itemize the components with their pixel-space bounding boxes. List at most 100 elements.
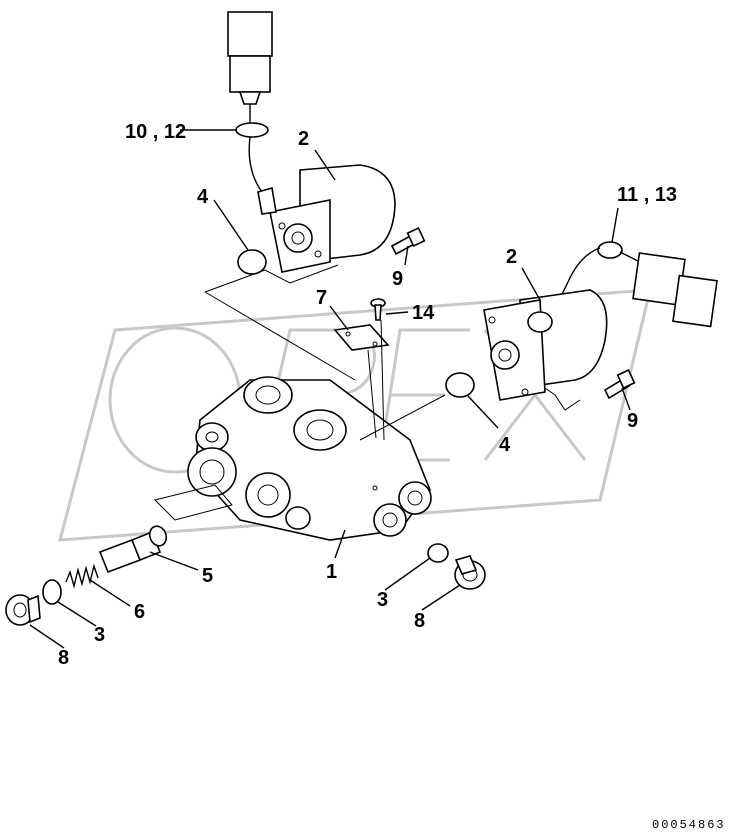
plate-hole bbox=[345, 331, 351, 337]
spring-6 bbox=[65, 563, 99, 589]
leader-7 bbox=[329, 305, 349, 331]
callout-2-upper: 2 bbox=[298, 128, 309, 150]
plate-7 bbox=[333, 324, 390, 351]
leader-11-13 bbox=[611, 207, 619, 243]
leader-4-right bbox=[467, 395, 499, 429]
callout-9-upper: 9 bbox=[392, 268, 403, 290]
callout-labels: 10 , 12 2 4 9 11 , 13 2 7 14 4 9 1 5 6 3… bbox=[58, 121, 677, 669]
assembly-lines bbox=[154, 264, 581, 521]
guide-right-oring bbox=[359, 394, 446, 441]
body-port-front-left-bore bbox=[199, 459, 225, 485]
spool-end bbox=[148, 525, 168, 547]
leader-9-upper bbox=[404, 245, 409, 266]
leader-2-upper bbox=[314, 149, 336, 181]
bolt-head bbox=[406, 227, 426, 247]
plug-8-right bbox=[454, 555, 486, 590]
guide-screw-to-body bbox=[380, 319, 385, 441]
callout-3-left: 3 bbox=[94, 624, 105, 646]
callout-8-left: 8 bbox=[58, 647, 69, 669]
callout-9-right: 9 bbox=[627, 410, 638, 432]
flange-bolt-hole bbox=[488, 316, 496, 324]
leader-1 bbox=[334, 529, 346, 559]
leader-2-right bbox=[521, 267, 541, 301]
leader-8-right bbox=[421, 584, 461, 611]
plug-thread bbox=[454, 555, 478, 575]
leader-lines bbox=[29, 129, 631, 649]
o-ring-3-left bbox=[42, 579, 62, 605]
callout-3-right: 3 bbox=[377, 589, 388, 611]
upper-connector bbox=[227, 11, 273, 193]
connector-plug-body bbox=[229, 55, 271, 93]
bolt-9-right bbox=[603, 369, 636, 400]
body-port-right-a bbox=[373, 503, 407, 537]
callout-10-12: 10 , 12 bbox=[125, 121, 186, 143]
callout-7: 7 bbox=[316, 287, 327, 309]
solenoid-upper-port bbox=[283, 223, 313, 253]
clamp-10-12 bbox=[235, 122, 269, 138]
body-port-left bbox=[195, 422, 229, 452]
solenoid-upper bbox=[257, 164, 396, 273]
body-port-front-mid-bore bbox=[257, 484, 279, 506]
spool-5 bbox=[98, 525, 168, 574]
callout-4-right: 4 bbox=[499, 434, 511, 456]
bolt-9-upper bbox=[390, 227, 426, 256]
screw-14 bbox=[370, 298, 386, 321]
callout-14: 14 bbox=[412, 302, 435, 324]
plug-socket bbox=[13, 602, 27, 618]
callout-1: 1 bbox=[326, 561, 337, 583]
body-port-right-b bbox=[398, 481, 432, 515]
bolt-head bbox=[616, 369, 636, 389]
leader-6 bbox=[89, 579, 131, 607]
plate-mount-hole bbox=[372, 485, 378, 491]
connector-plug-right-b bbox=[672, 274, 718, 328]
guide-upper-to-body bbox=[204, 291, 356, 381]
callout-2-right: 2 bbox=[506, 246, 517, 268]
wire-right bbox=[551, 247, 601, 316]
leader-3-right bbox=[384, 557, 431, 591]
o-ring-4-right bbox=[445, 372, 475, 398]
leader-4-upper bbox=[213, 199, 249, 251]
body-port-top-right-bore bbox=[306, 419, 334, 441]
connector-plug-top bbox=[227, 11, 273, 57]
watermark-frame bbox=[58, 288, 652, 542]
flange-bolt-hole bbox=[278, 222, 286, 230]
plug-thread bbox=[27, 594, 41, 624]
connector-neck bbox=[238, 91, 262, 105]
solenoid-right bbox=[483, 289, 608, 401]
flange-bolt-hole bbox=[521, 388, 529, 396]
callout-11-13: 11 , 13 bbox=[617, 184, 677, 206]
solenoid-right-fitting bbox=[527, 311, 553, 333]
body-port-top-right bbox=[293, 409, 347, 451]
leader-14 bbox=[385, 311, 409, 315]
body-port-top-left bbox=[243, 376, 293, 414]
solenoid-right-port-inner bbox=[498, 348, 512, 362]
guide-upper-solenoid bbox=[204, 264, 339, 293]
o-ring-4-upper bbox=[237, 249, 267, 275]
leader-8-left bbox=[29, 624, 65, 649]
wire-right-to-plug bbox=[619, 251, 641, 263]
body-port-left-bore bbox=[205, 431, 219, 443]
body-port-top-left-bore bbox=[255, 385, 281, 405]
wire-to-solenoid-upper bbox=[248, 136, 263, 193]
callout-4-upper: 4 bbox=[197, 186, 209, 208]
solenoid-upper-port-inner bbox=[291, 231, 305, 245]
flange-bolt-hole bbox=[314, 250, 322, 258]
valve-body-1 bbox=[187, 376, 432, 541]
drawing-code: 00054863 bbox=[652, 818, 726, 832]
guide-spool-plane bbox=[154, 484, 233, 521]
clamp-11-13 bbox=[597, 241, 623, 259]
callout-5: 5 bbox=[202, 565, 213, 587]
callout-6: 6 bbox=[134, 601, 145, 623]
leader-3-left bbox=[57, 601, 97, 627]
solenoid-right-port bbox=[490, 340, 520, 370]
callout-8-right: 8 bbox=[414, 610, 425, 632]
body-port-front-mid bbox=[245, 472, 291, 518]
leader-5 bbox=[149, 551, 199, 571]
body-port-front-small bbox=[285, 506, 311, 530]
plate-hole bbox=[372, 341, 378, 347]
screw-shank bbox=[374, 304, 382, 321]
body-port-front-left bbox=[187, 447, 237, 497]
guide-right-solenoid bbox=[544, 387, 581, 411]
solenoid-upper-fitting bbox=[257, 186, 277, 215]
